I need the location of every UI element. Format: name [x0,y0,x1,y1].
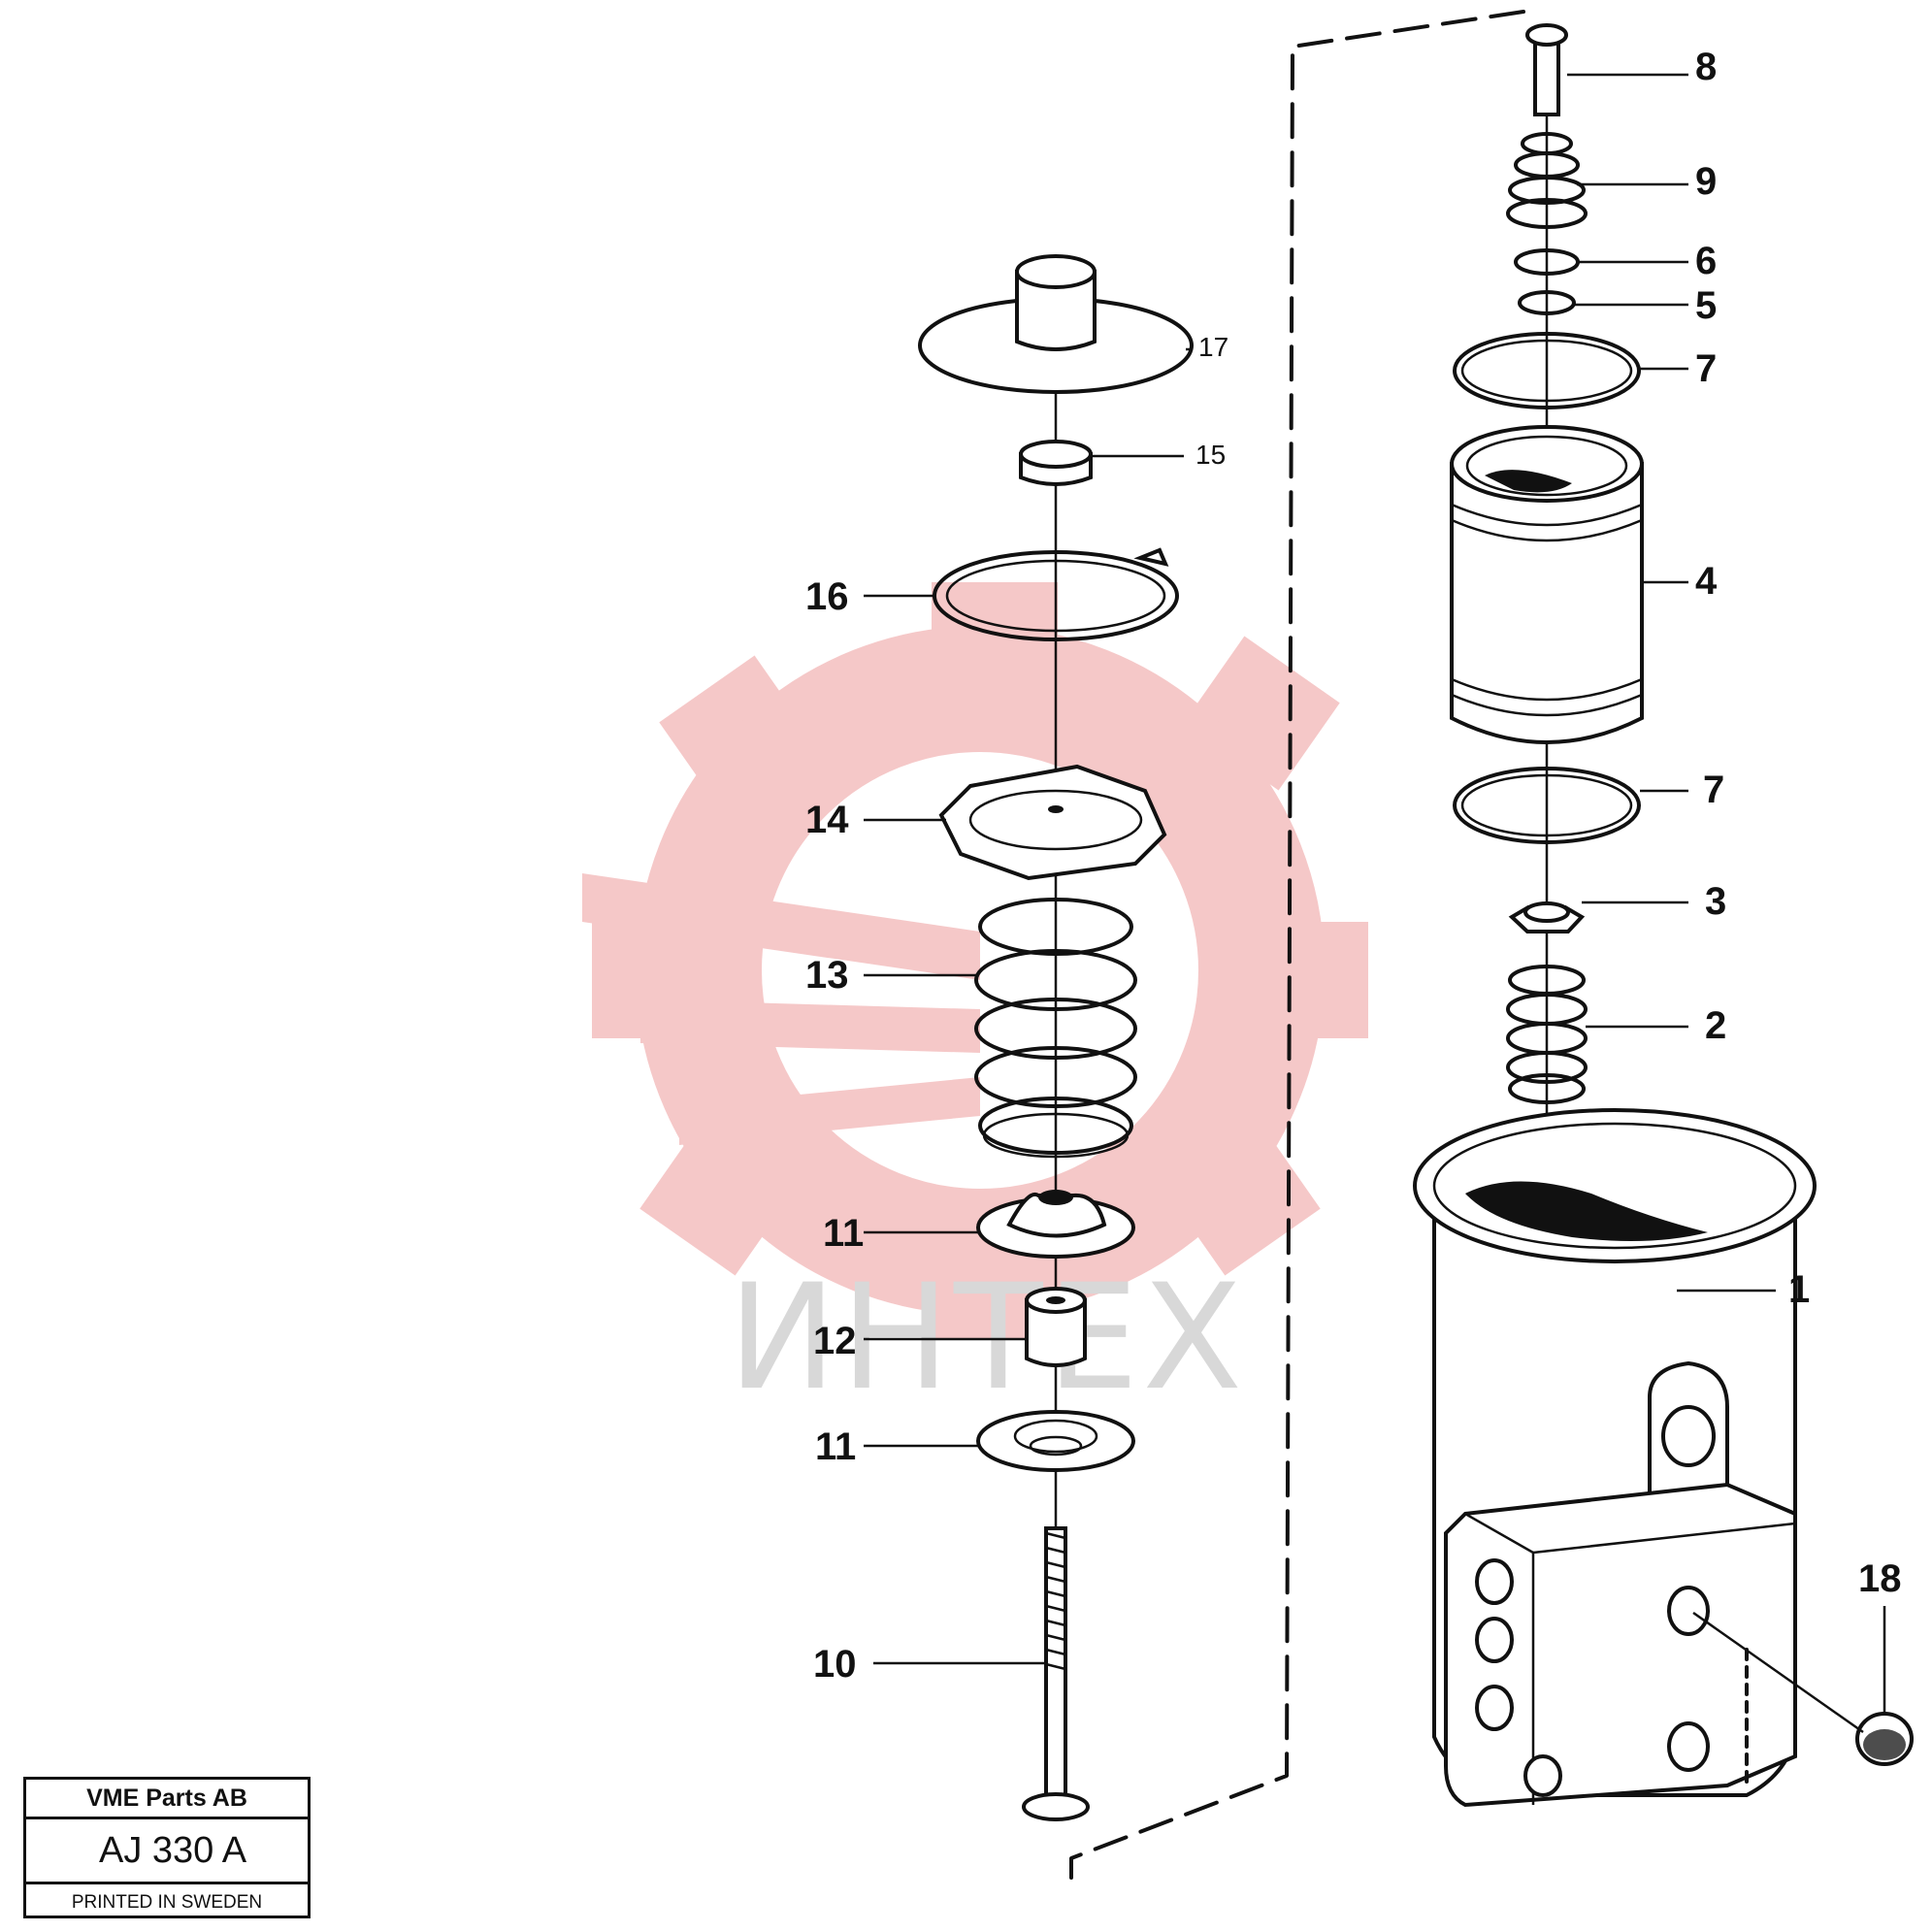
stamp-company: VME Parts AB [26,1780,308,1819]
callout-5: 5 [1695,284,1717,327]
stamp-printed: PRINTED IN SWEDEN [71,1892,263,1913]
part-7-lower-o-ring [1453,767,1641,844]
callout-16: 16 [805,575,849,618]
callout-11-upper: 11 [823,1212,864,1255]
watermark-gear [582,582,1368,1339]
part-15-nut [1019,440,1093,486]
part-5-washer [1518,290,1576,315]
callout-17: 17 [1198,332,1228,362]
callout-11-lower: 11 [815,1425,856,1468]
part-18-plug [1855,1712,1914,1766]
part-8-pin [1525,23,1568,116]
callout-15: 15 [1195,440,1226,470]
dashed-assembly-line [1069,10,1525,1880]
part-14-hex-plate [938,764,1167,881]
part-9-small-spring [1506,132,1588,229]
part-13-coil-spring [974,898,1137,1159]
part-12-bushing [1025,1287,1087,1367]
part-11-lower-cup-washer [976,1410,1135,1472]
callout-13: 13 [805,954,849,997]
part-4-sleeve [1450,425,1644,744]
callout-9: 9 [1695,160,1717,203]
callout-4: 4 [1695,560,1718,603]
part-11-upper-cup-washer [976,1190,1135,1259]
callout-14: 14 [805,799,849,841]
callout-2: 2 [1705,1004,1726,1047]
part-10-bolt [1022,1526,1090,1821]
leader-lines [864,73,1886,1734]
part-1-valve-body [1413,1108,1817,1808]
callout-18: 18 [1858,1557,1902,1600]
callout-12: 12 [813,1320,857,1362]
part-3-spring-seat [1508,901,1586,933]
part-2-spring [1506,965,1588,1104]
callout-7-upper: 7 [1695,347,1717,390]
title-stamp: VME Parts AB AJ 330 A PRINTED IN SWEDEN [23,1777,311,1918]
part-16-snap-ring [933,547,1179,641]
callout-10: 10 [813,1643,857,1686]
callout-1: 1 [1788,1268,1810,1311]
callout-7-lower: 7 [1703,769,1724,811]
callout-3: 3 [1705,880,1726,923]
callout-6: 6 [1695,240,1717,282]
callout-8: 8 [1695,46,1717,88]
part-7-upper-o-ring [1453,332,1641,409]
stamp-code: AJ 330 A [26,1819,308,1884]
part-17-diaphragm [918,254,1194,394]
